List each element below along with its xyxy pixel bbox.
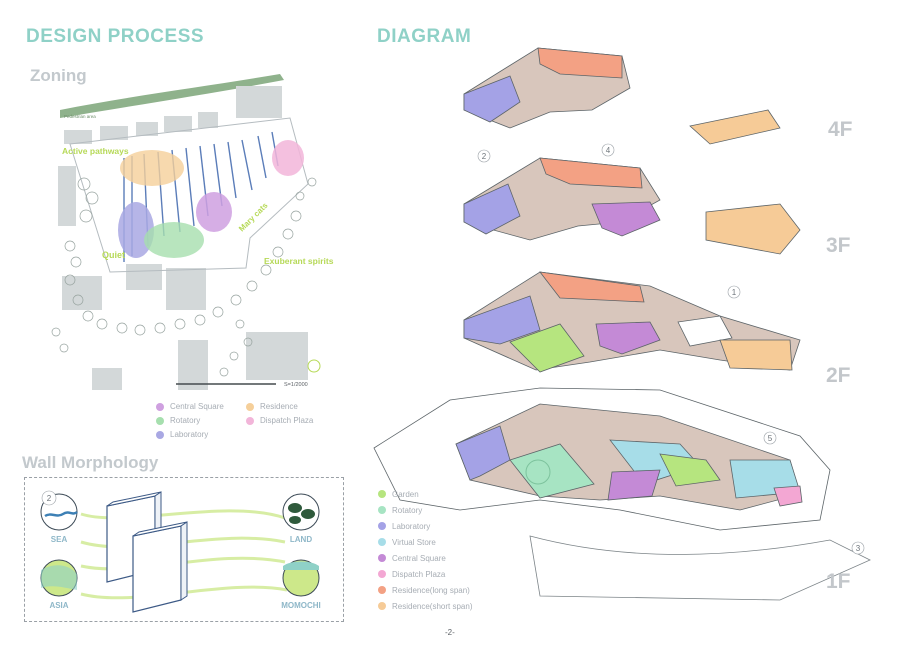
zoning-legend-item: Residence <box>246 402 298 411</box>
site-outline <box>69 117 309 273</box>
diagram-legend-item: Rotatory <box>378 502 548 518</box>
road-label: Pedestrian area <box>64 114 96 119</box>
page-number: -2- <box>445 628 455 637</box>
wall-morphology-drawing: 2 SEA ASIA LAND MOMOCHI <box>40 490 321 613</box>
diagram-legend-item: Laboratory <box>378 518 548 534</box>
floor-label-2f: 2F <box>826 364 851 387</box>
diagram-legend: Garden Rotatory Laboratory Virtual Store… <box>378 486 548 614</box>
diagram-legend-item: Central Square <box>378 550 548 566</box>
building-blocks <box>58 86 308 390</box>
road-band <box>60 74 284 118</box>
floor-label-4f: 4F <box>828 118 853 141</box>
rotatory-zone <box>144 222 204 258</box>
trees <box>51 177 317 377</box>
zoning-legend-item: Central Square <box>156 402 224 411</box>
exuberant-label: Exuberant spirits <box>264 256 334 266</box>
quiet-label: Quiet <box>102 250 125 260</box>
wall-morphology-heading: Wall Morphology <box>22 453 159 472</box>
land-label: LAND <box>290 535 312 544</box>
zoning-heading: Zoning <box>30 66 87 85</box>
svg-text:2: 2 <box>482 152 487 161</box>
floor-2f-plan <box>463 271 801 373</box>
floor-label-3f: 3F <box>826 234 851 257</box>
zoning-legend-item: Laboratory <box>156 430 208 439</box>
diagram-legend-item: Virtual Store <box>378 534 548 550</box>
svg-text:2: 2 <box>47 494 52 503</box>
diagram-legend-item: Residence(long span) <box>378 582 548 598</box>
active-pathways-label: Active pathways <box>62 146 129 156</box>
floor-1f-plan <box>373 387 871 601</box>
zoning-legend-item: Rotatory <box>156 416 200 425</box>
zoning-legend-item: Dispatch Plaza <box>246 416 313 425</box>
section-markers: 1 2 3 4 5 <box>477 143 865 555</box>
floor-diagram: 4F 3F 2F 1F 1 2 3 4 5 <box>373 47 871 601</box>
diagram-legend-item: Dispatch Plaza <box>378 566 548 582</box>
svg-text:3: 3 <box>856 544 861 553</box>
central-square-zone <box>196 192 232 232</box>
north-arrow-icon <box>307 359 321 373</box>
residence-zone <box>120 150 184 186</box>
floor-4f-plan <box>463 47 781 145</box>
wall-morphology-box: 2 SEA ASIA LAND MOMOCHI <box>24 477 344 622</box>
diagram-legend-item: Garden <box>378 486 548 502</box>
svg-text:5: 5 <box>768 434 773 443</box>
scale-label: S=1/2000 <box>284 382 308 388</box>
dispatch-plaza-zone <box>272 140 304 176</box>
floor-label-1f: 1F <box>826 570 851 593</box>
wall-panels <box>106 491 188 613</box>
svg-text:4: 4 <box>606 146 611 155</box>
mary-cats-label: Mary cats <box>237 201 270 234</box>
design-process-heading: DESIGN PROCESS <box>26 26 205 47</box>
floor-3f-plan <box>463 157 801 255</box>
asia-label: ASIA <box>49 601 68 610</box>
svg-text:1: 1 <box>732 288 737 297</box>
sea-label: SEA <box>51 535 68 544</box>
diagram-heading: DIAGRAM <box>377 26 472 47</box>
zoning-map: Pedestrian area <box>51 74 334 390</box>
diagram-legend-item: Residence(short span) <box>378 598 548 614</box>
momochi-label: MOMOCHI <box>281 601 321 610</box>
